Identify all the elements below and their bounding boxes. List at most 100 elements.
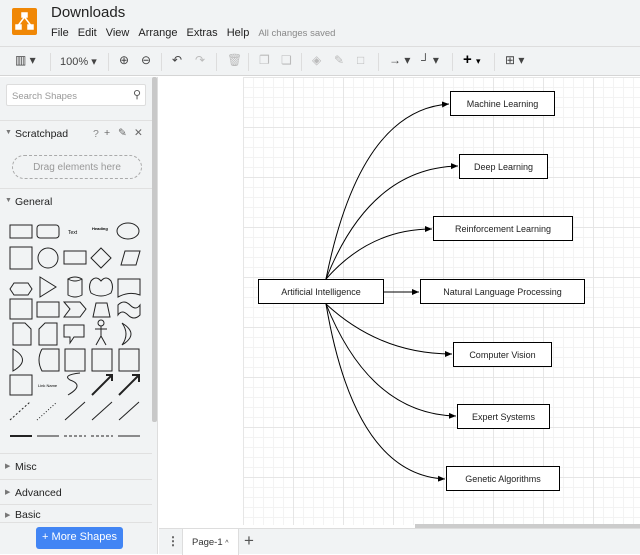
node-artificial-intelligence[interactable]: Artificial Intelligence [258, 279, 384, 304]
page-bar: ⋮ Page-1 ^ + [159, 528, 640, 555]
section-label: Misc [15, 461, 37, 473]
shape-arrow[interactable] [118, 374, 140, 396]
shape-diamond[interactable] [90, 247, 112, 269]
insert-icon[interactable]: + ▾ [463, 51, 481, 68]
shape-internal-storage[interactable] [9, 298, 33, 320]
sidebar-scrollbar[interactable] [152, 77, 157, 422]
pages-menu-icon[interactable]: ⋮ [167, 534, 179, 548]
shape-container[interactable] [91, 348, 113, 372]
undo-icon[interactable]: ↶ [172, 53, 183, 67]
header: Downloads File Edit View Arrange Extras … [0, 0, 640, 46]
shape-document[interactable] [117, 278, 141, 298]
shape-hexagon[interactable] [9, 282, 33, 296]
general-shapes-palette: Text Heading Link Name [9, 222, 141, 437]
shape-rectangle[interactable] [9, 224, 33, 239]
connection-icon[interactable]: → ▾ [389, 53, 411, 67]
edge-computer-vision[interactable] [325, 303, 453, 357]
node-natural-language-processing[interactable]: Natural Language Processing [420, 279, 585, 304]
shape-trapezoid[interactable] [92, 302, 111, 318]
redo-icon[interactable]: ↷ [195, 53, 206, 67]
shape-circle[interactable] [37, 247, 59, 269]
format-panel-icon[interactable]: ▥ ▾ [15, 53, 36, 67]
menu-edit[interactable]: Edit [77, 27, 97, 39]
shape-or[interactable] [121, 322, 132, 346]
menu-file[interactable]: File [51, 27, 69, 39]
shape-ellipse[interactable] [116, 222, 140, 240]
edge-deep-learning[interactable] [325, 163, 459, 280]
more-shapes-button[interactable]: + More Shapes [36, 527, 123, 549]
edit-icon[interactable]: ✎ [118, 127, 127, 139]
shape-tape[interactable] [117, 301, 141, 319]
edge-machine-learning[interactable] [325, 101, 450, 280]
node-expert-systems[interactable]: Expert Systems [457, 404, 550, 429]
zoom-out-icon[interactable]: ⊖ [141, 53, 152, 67]
shape-dashed-line[interactable] [9, 401, 31, 421]
shape-step[interactable] [62, 301, 87, 318]
scratchpad-dropzone[interactable]: Drag elements here [12, 155, 142, 179]
menu-extras[interactable]: Extras [186, 27, 218, 39]
shape-square-2[interactable] [64, 348, 86, 372]
shape-link-name[interactable]: Link Name [38, 383, 58, 388]
shape-rounded-rectangle[interactable] [36, 224, 60, 239]
search-shapes-input[interactable]: Search Shapes⚲ [6, 84, 146, 106]
node-genetic-algorithms[interactable]: Genetic Algorithms [446, 466, 560, 491]
shape-heading[interactable]: Heading [92, 226, 108, 231]
shape-frame[interactable] [118, 348, 140, 372]
shape-line[interactable] [64, 401, 86, 421]
close-icon[interactable]: ✕ [134, 127, 143, 139]
shape-cube[interactable] [36, 301, 60, 318]
shape-delay[interactable] [12, 348, 23, 372]
shape-callout[interactable] [63, 324, 85, 345]
add-icon[interactable]: + [104, 127, 111, 139]
edge-reinforcement-learning[interactable] [325, 226, 433, 280]
menu-view[interactable]: View [105, 27, 130, 39]
scratchpad-header[interactable]: ▼Scratchpad ? + ✎ ✕ [0, 120, 152, 146]
section-advanced[interactable]: ▶Advanced [0, 479, 152, 505]
zoom-in-icon[interactable]: ⊕ [119, 53, 130, 67]
shape-bidirectional-connector[interactable] [91, 401, 113, 421]
to-front-icon[interactable]: ❐ [259, 53, 270, 67]
help-icon[interactable]: ? [93, 128, 99, 140]
chevron-up-icon[interactable]: ^ [225, 540, 229, 547]
waypoints-icon[interactable]: ┘ ▾ [421, 53, 439, 67]
zoom-select[interactable]: 100% ▾ [60, 56, 97, 68]
delete-icon[interactable]: 🗑 [227, 53, 243, 67]
line-color-icon[interactable]: ✎ [334, 53, 345, 67]
shape-square[interactable] [9, 246, 33, 270]
add-page-icon[interactable]: + [244, 531, 254, 550]
shape-curve[interactable] [67, 372, 81, 396]
canvas-horizontal-scrollbar[interactable] [415, 524, 640, 528]
shape-process[interactable] [63, 250, 87, 265]
edge-expert-systems[interactable] [325, 303, 457, 419]
shape-note[interactable] [12, 322, 32, 346]
search-icon[interactable]: ⚲ [132, 89, 141, 101]
shape-card[interactable] [38, 322, 58, 346]
shape-cloud[interactable] [89, 277, 113, 297]
shape-cylinder[interactable] [66, 276, 83, 298]
section-general[interactable]: ▼General [0, 188, 152, 214]
shape-actor[interactable] [95, 319, 107, 346]
document-title[interactable]: Downloads [51, 4, 126, 21]
shape-list[interactable] [9, 374, 33, 396]
shape-data-storage[interactable] [38, 348, 60, 372]
edge-genetic-algorithms[interactable] [325, 303, 446, 482]
shape-bidirectional-arrow[interactable] [91, 374, 113, 396]
node-machine-learning[interactable]: Machine Learning [450, 91, 555, 116]
node-computer-vision[interactable]: Computer Vision [453, 342, 552, 367]
shape-directional-connector[interactable] [118, 401, 140, 421]
to-back-icon[interactable]: ❏ [281, 53, 292, 67]
fill-color-icon[interactable]: ◈ [312, 53, 322, 67]
table-icon[interactable]: ⊞ ▾ [505, 53, 525, 67]
node-reinforcement-learning[interactable]: Reinforcement Learning [433, 216, 573, 241]
shape-text[interactable]: Text [68, 230, 78, 236]
shape-parallelogram[interactable] [120, 250, 141, 266]
node-deep-learning[interactable]: Deep Learning [459, 154, 548, 179]
shape-triangle[interactable] [39, 276, 57, 298]
section-misc[interactable]: ▶Misc [0, 453, 152, 479]
menu-help[interactable]: Help [226, 27, 250, 39]
section-label: Basic [15, 509, 41, 521]
section-basic[interactable]: ▶Basic [0, 504, 152, 522]
shadow-icon[interactable]: □ [357, 53, 365, 67]
page-tab[interactable]: Page-1 ^ [182, 529, 239, 555]
menu-arrange[interactable]: Arrange [138, 27, 178, 39]
